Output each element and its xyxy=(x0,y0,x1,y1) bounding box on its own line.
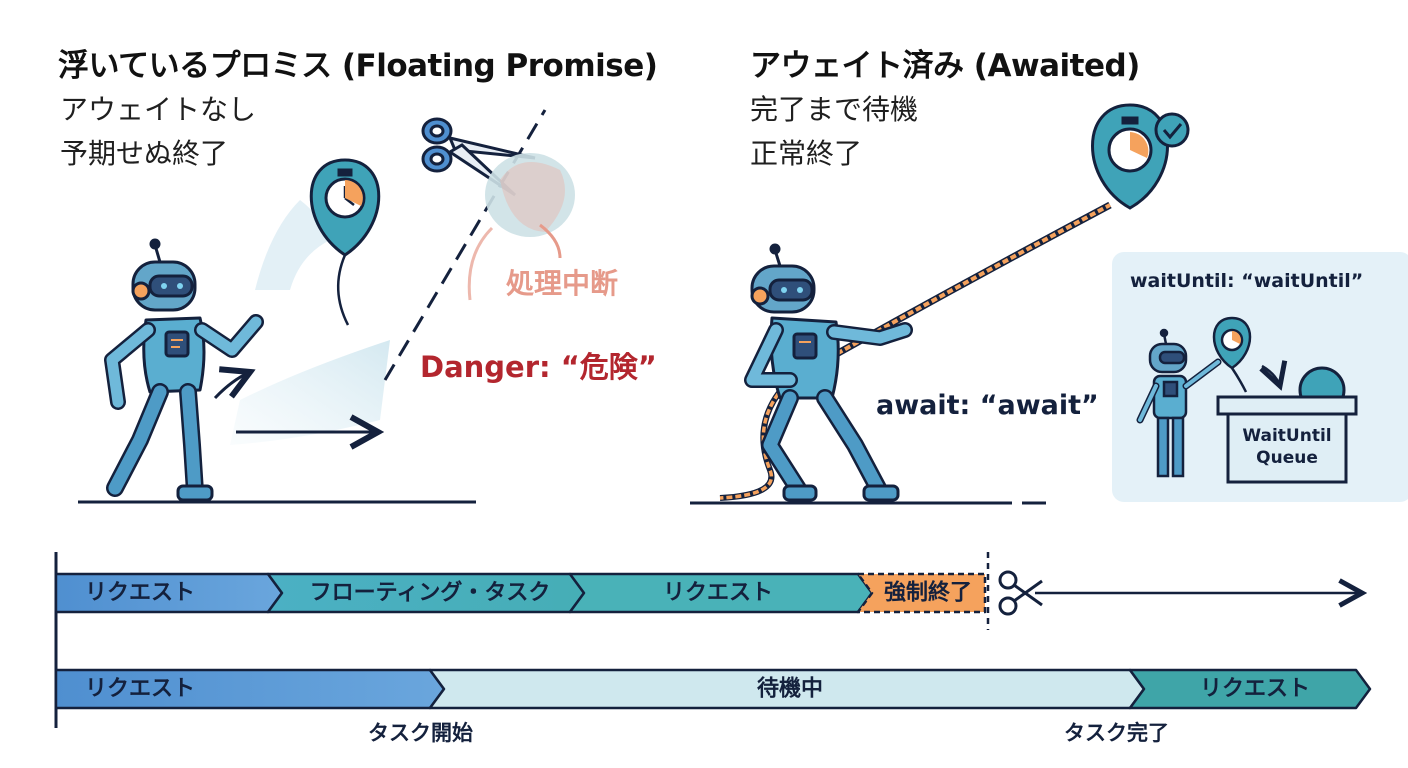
timeline-scissors-icon xyxy=(998,570,1043,616)
top-label-floating: フローティング・タスク xyxy=(310,580,551,606)
left-scene xyxy=(78,109,575,504)
rope-coil xyxy=(719,378,792,500)
tethered-balloon xyxy=(1091,103,1190,210)
queue-label: WaitUntil Queue xyxy=(1228,425,1346,469)
right-subtitle-1: 完了まで待機 xyxy=(750,93,919,126)
balloon-trail xyxy=(255,200,330,290)
queue-label-line-2: Queue xyxy=(1256,448,1318,468)
right-title: アウェイト済み (Awaited) xyxy=(750,48,1140,84)
robot-right xyxy=(744,243,913,502)
left-subtitle-2: 予期せぬ終了 xyxy=(60,137,229,170)
popped-balloon xyxy=(467,153,575,301)
waituntil-inset xyxy=(1112,252,1408,502)
scissors-icon xyxy=(421,117,536,197)
interrupt-label: 処理中断 xyxy=(506,267,619,300)
bottom-segment-request-2 xyxy=(1128,668,1372,710)
timelines: リクエスト フローティング・タスク リクエスト 強制終了 リクエスト 待機中 リ… xyxy=(54,552,1372,728)
task-end-label: タスク完了 xyxy=(1064,721,1169,745)
queue-label-line-1: WaitUntil xyxy=(1242,426,1332,446)
release-arrow xyxy=(213,372,250,400)
timeline-top xyxy=(54,552,1362,630)
timeline-bottom xyxy=(54,668,1372,710)
top-label-terminated: 強制終了 xyxy=(884,580,972,606)
waituntil-label: waitUntil: “waitUntil” xyxy=(1130,270,1364,292)
left-subtitle-1: アウェイトなし xyxy=(60,93,257,126)
motion-trail xyxy=(230,340,390,445)
right-scene xyxy=(690,103,1408,505)
left-title: 浮いているプロミス (Floating Promise) xyxy=(58,48,658,84)
queue-box xyxy=(1216,366,1358,484)
top-label-request-1: リクエスト xyxy=(85,581,195,606)
bottom-label-request-2: リクエスト xyxy=(1200,677,1310,702)
mini-balloon xyxy=(1212,316,1280,393)
top-label-request-2: リクエスト xyxy=(663,581,773,606)
mini-robot xyxy=(1136,328,1222,478)
top-segment-terminated xyxy=(856,572,987,614)
floating-balloon xyxy=(309,158,381,326)
task-start-label: タスク開始 xyxy=(368,721,473,745)
right-subtitle-2: 正常終了 xyxy=(750,137,863,170)
await-label: await: “await” xyxy=(876,390,1099,421)
bottom-label-waiting: 待機中 xyxy=(757,676,823,702)
bottom-label-request-1: リクエスト xyxy=(85,677,195,702)
danger-label: Danger: “危険” xyxy=(420,350,657,384)
robot-left xyxy=(104,238,264,502)
